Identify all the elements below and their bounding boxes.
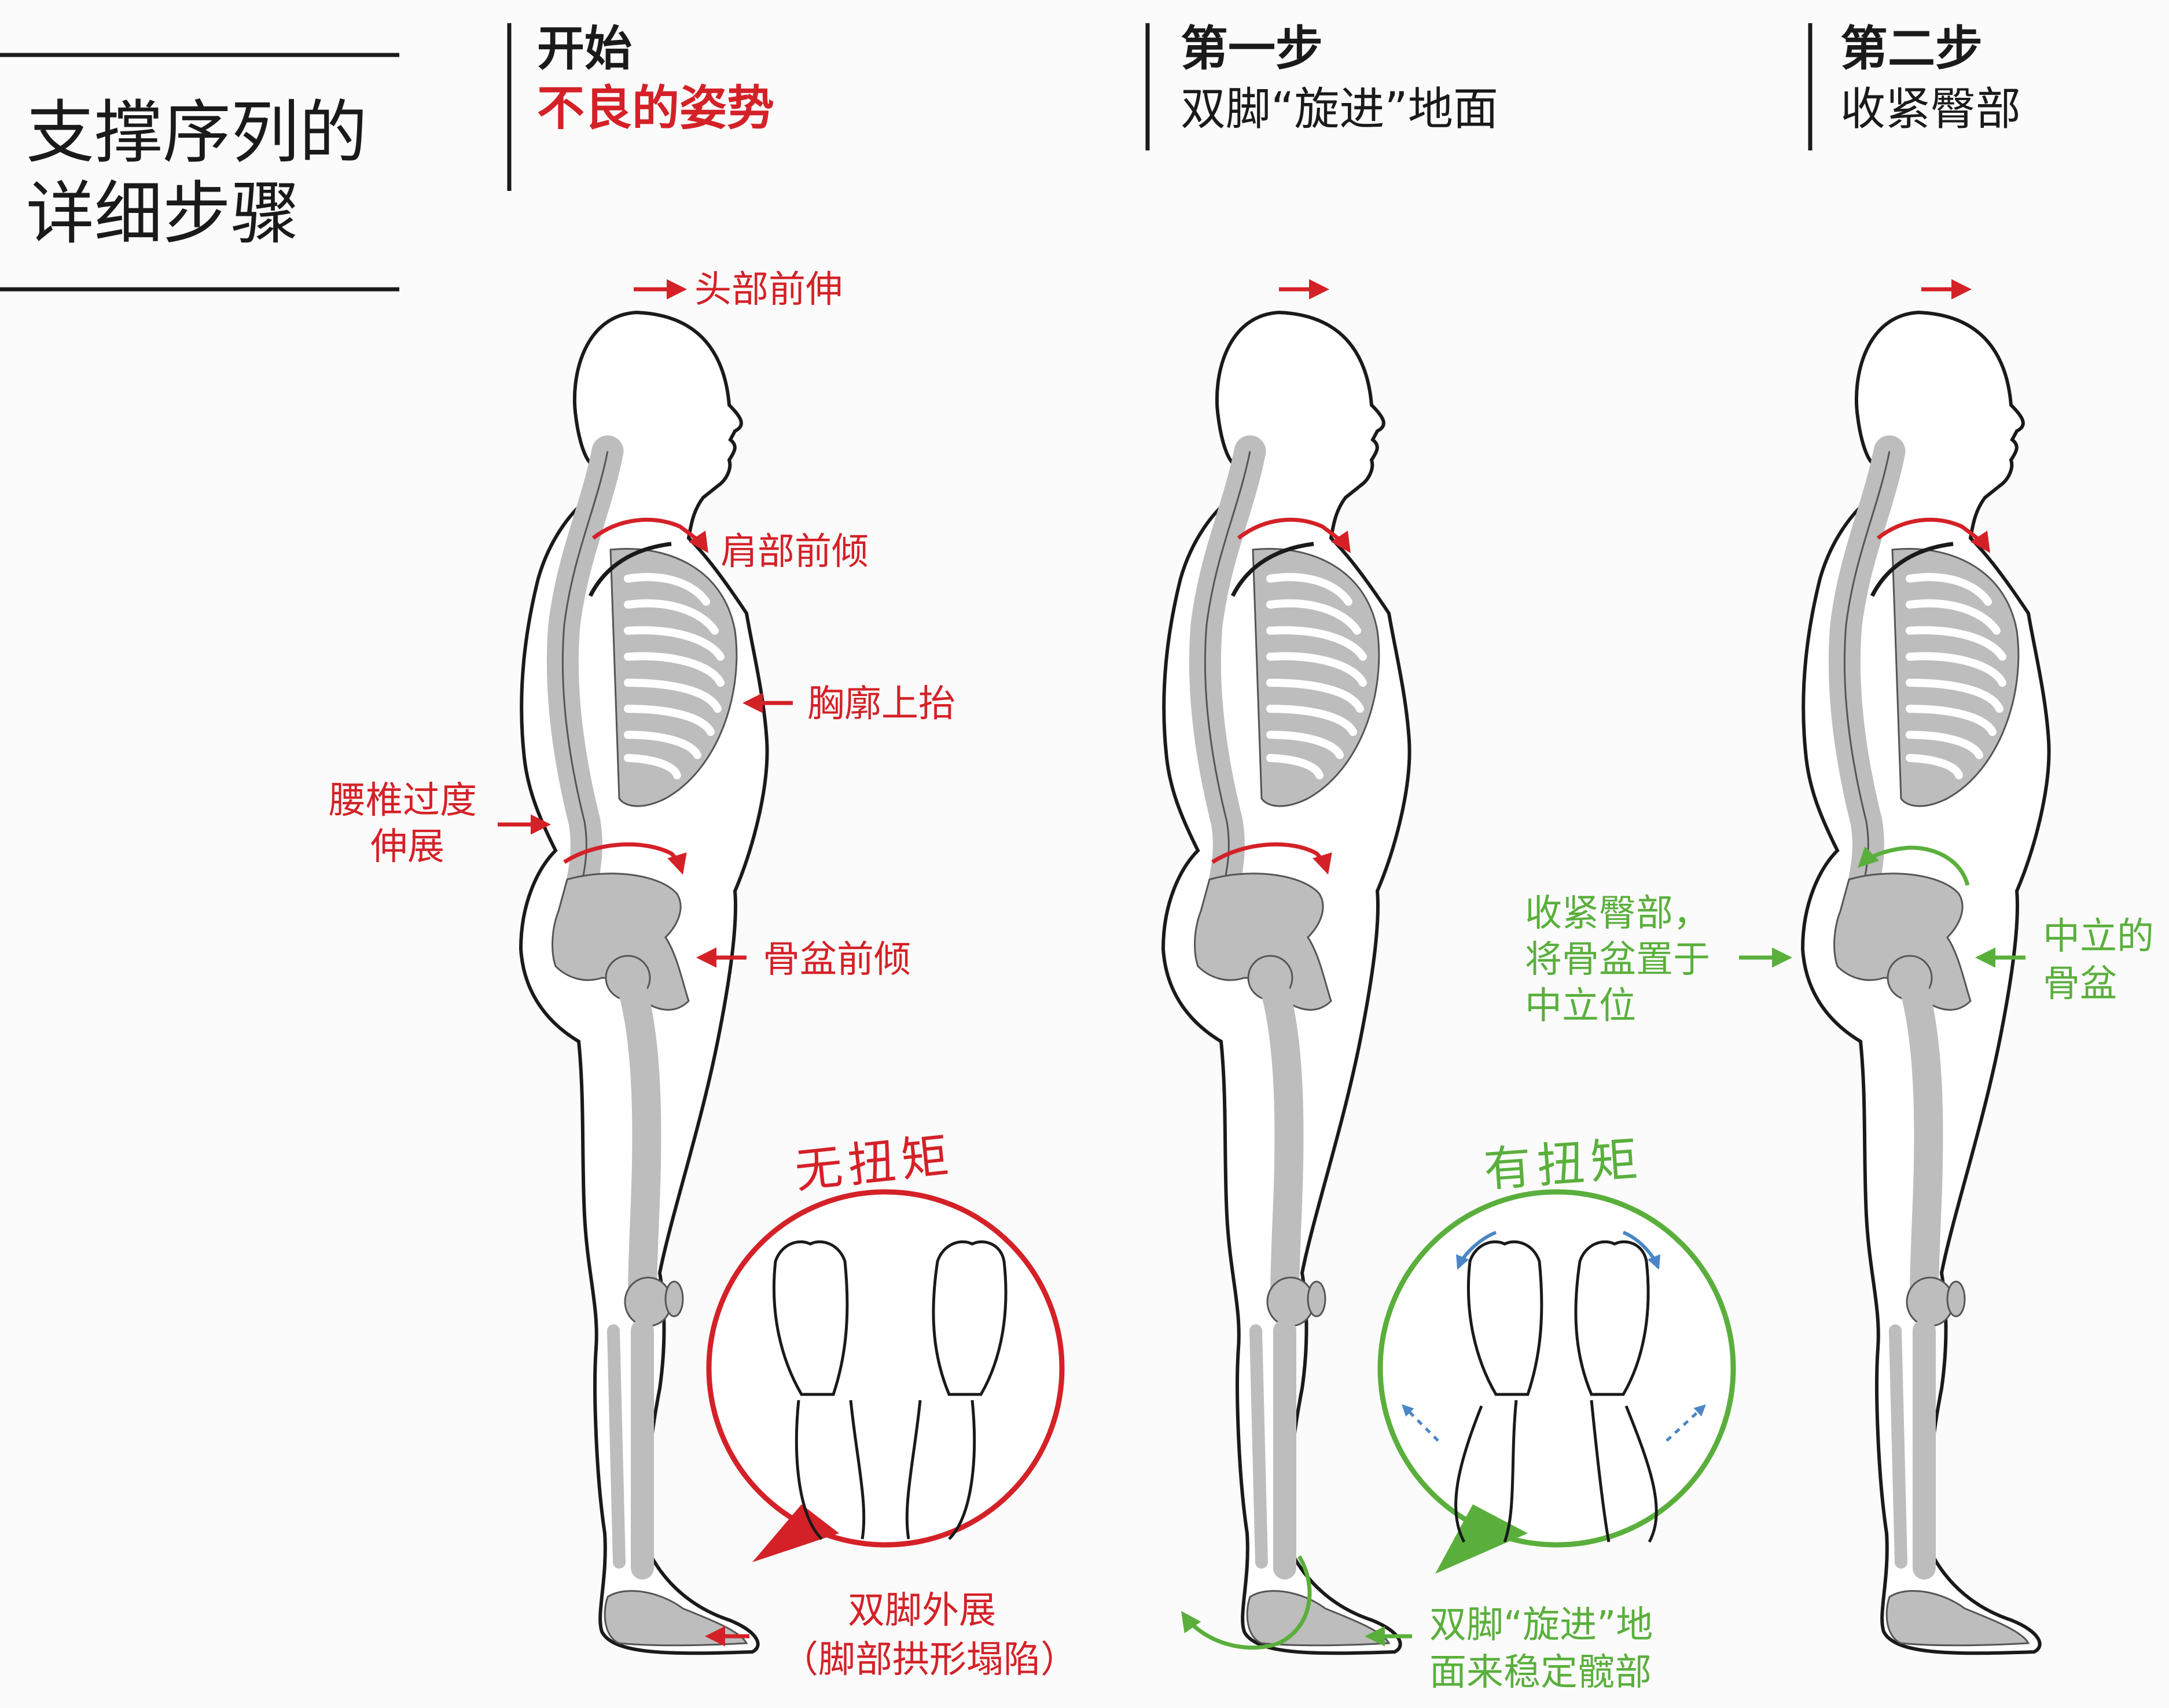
label-screw-1: 双脚“旋进”地 (1429, 1604, 1653, 1647)
figure-step1 (1163, 312, 1410, 1653)
label-lumbar-1: 腰椎过度 (329, 779, 477, 822)
arrow-pelvis-step1 (1211, 842, 1332, 875)
column-subheading-step1: 双脚“旋进”地面 (1181, 83, 1498, 135)
label-feet-out-1: 双脚外展 (848, 1589, 996, 1632)
arrow-shoulder-step2 (1876, 517, 1990, 553)
label-head-forward: 头部前伸 (694, 268, 843, 311)
column-heading-step2: 第二步 (1840, 21, 1983, 76)
column-heading-step1: 第一步 (1181, 21, 1323, 76)
label-squeeze-3: 中立位 (1525, 985, 1636, 1028)
label-squeeze-2: 将骨盆置于 (1525, 938, 1710, 981)
label-pelvis-tilt: 骨盆前倾 (763, 938, 911, 981)
column-heading-start: 开始 (537, 21, 632, 76)
figure-step2 (1803, 312, 2049, 1653)
column-subheading-step2: 收紧臀部 (1840, 83, 2021, 135)
label-lumbar-2: 伸展 (370, 826, 444, 868)
arrow-shoulder-forward (591, 517, 708, 553)
arrow-pelvis-neutral (1858, 845, 1970, 886)
arrow-shoulder-step1 (1237, 517, 1351, 553)
column-subheading-start: 不良的姿势 (537, 81, 774, 136)
inset-title-no-torque: 无扭矩 (792, 1128, 957, 1199)
label-ribcage-up: 胸廓上抬 (807, 683, 955, 726)
title-line-2: 详细步骤 (26, 174, 299, 253)
inset-title-with-torque: 有扭矩 (1482, 1132, 1645, 1198)
label-shoulder-forward: 肩部前倾 (720, 531, 869, 573)
label-feet-out-2: （脚部拱形塌陷） (781, 1639, 1078, 1681)
arrow-pelvis-rotate (563, 842, 687, 875)
arrow-foot-screw (1181, 1555, 1312, 1650)
label-neutral-1: 中立的 (2043, 915, 2154, 958)
label-neutral-2: 骨盆 (2043, 963, 2117, 1006)
title-line-1: 支撑序列的 (26, 93, 367, 172)
label-squeeze-1: 收紧臀部， (1525, 892, 1710, 935)
label-screw-2: 面来稳定髋部 (1429, 1651, 1652, 1694)
inset-no-torque: 无扭矩 (706, 1128, 1065, 1562)
inset-with-torque: 有扭矩 (1377, 1132, 1736, 1574)
